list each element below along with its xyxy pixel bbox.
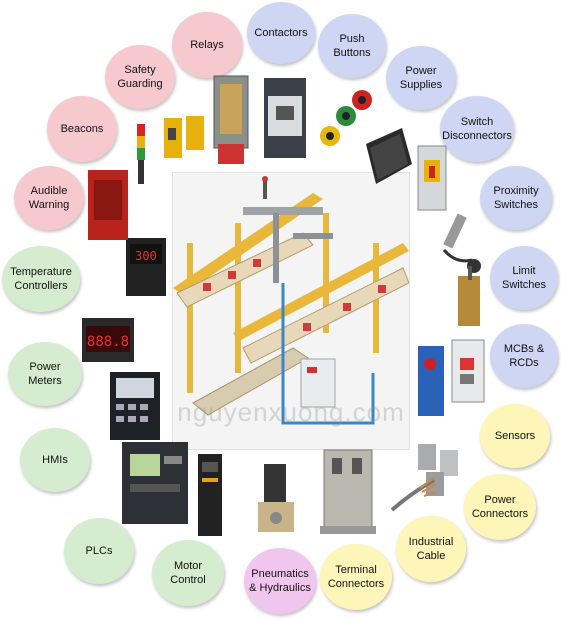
bubble-mcbs-rcds: MCBs & RCDs bbox=[490, 324, 558, 388]
relays-product bbox=[212, 74, 252, 171]
bubble-hmis: HMIs bbox=[20, 428, 90, 492]
mcb-product bbox=[450, 338, 486, 409]
terminal-connector-product bbox=[318, 444, 380, 545]
meter-display: 888.8 bbox=[87, 334, 129, 350]
contactor-product bbox=[262, 76, 308, 165]
temperature-controller-product: 300 bbox=[124, 236, 168, 303]
bubble-contactors: Contactors bbox=[247, 2, 315, 64]
push-buttons-product bbox=[318, 86, 382, 161]
bubble-power-connectors: Power Connectors bbox=[464, 474, 536, 540]
bubble-push-buttons: Push Buttons bbox=[318, 14, 386, 78]
bubble-power-supplies: Power Supplies bbox=[386, 46, 456, 110]
bubble-temperature-controllers: Temperature Controllers bbox=[2, 246, 80, 312]
motor-control-product bbox=[196, 452, 224, 543]
bubble-relays: Relays bbox=[172, 12, 242, 78]
bubble-industrial-cable: Industrial Cable bbox=[396, 516, 466, 582]
bubble-switch-disconnectors: Switch Disconnectors bbox=[440, 96, 514, 162]
safety-guarding-product bbox=[162, 114, 208, 169]
hmi-product bbox=[108, 370, 162, 447]
conveyor-drawing bbox=[173, 176, 409, 425]
bubble-plcs: PLCs bbox=[64, 518, 134, 584]
watermark: nguyenxuong.com bbox=[177, 397, 405, 427]
bubble-proximity-switches: Proximity Switches bbox=[480, 166, 552, 230]
plc-product bbox=[120, 440, 190, 531]
bubble-pneumatics-hydraulics: Pneumatics & Hydraulics bbox=[244, 548, 316, 614]
bubble-terminal-connectors: Terminal Connectors bbox=[320, 544, 392, 610]
switch-disconnector-product bbox=[416, 144, 448, 217]
conveyor-illustration: nguyenxuong.com bbox=[172, 172, 410, 450]
pneumatics-product bbox=[254, 462, 300, 547]
controller-display: 300 bbox=[135, 249, 157, 263]
bubble-safety-guarding: Safety Guarding bbox=[105, 45, 175, 109]
sensor-product bbox=[416, 344, 448, 429]
bubble-limit-switches: Limit Switches bbox=[490, 246, 558, 310]
proximity-switch-product bbox=[436, 210, 480, 271]
bubble-motor-control: Motor Control bbox=[152, 540, 224, 606]
power-meter-product: 888.8 bbox=[80, 316, 136, 369]
beacon-product bbox=[134, 122, 148, 191]
power-supply-product bbox=[362, 124, 414, 195]
audible-warning-product bbox=[84, 166, 132, 249]
bubble-power-meters: Power Meters bbox=[8, 342, 82, 406]
bubble-beacons: Beacons bbox=[47, 96, 117, 162]
industrial-cable-product bbox=[390, 474, 437, 519]
bubble-sensors: Sensors bbox=[480, 404, 550, 468]
bubble-audible-warning: Audible Warning bbox=[14, 166, 84, 230]
limit-switch-product bbox=[454, 256, 484, 335]
